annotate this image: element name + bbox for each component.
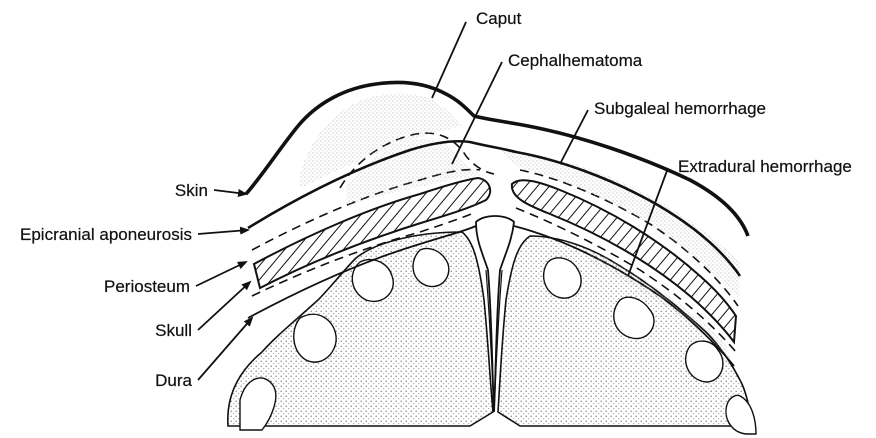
arrow-epicranial	[198, 230, 248, 234]
pointer-cephalhematoma	[452, 62, 502, 164]
arrow-periosteum	[196, 262, 246, 286]
label-caput: Caput	[476, 9, 522, 28]
label-extradural-hemorrhage: Extradural hemorrhage	[678, 157, 852, 176]
label-dura: Dura	[155, 371, 192, 390]
label-cephalhematoma: Cephalhematoma	[508, 51, 643, 70]
label-periosteum: Periosteum	[104, 277, 190, 296]
arrow-skull	[198, 282, 250, 330]
arrow-skin	[214, 190, 246, 194]
pointer-subgaleal	[560, 110, 588, 164]
label-epicranial-aponeurosis: Epicranial aponeurosis	[20, 225, 192, 244]
label-subgaleal-hemorrhage: Subgaleal hemorrhage	[594, 99, 766, 118]
pointer-caput	[432, 22, 466, 98]
label-skin: Skin	[175, 181, 208, 200]
label-skull: Skull	[155, 321, 192, 340]
